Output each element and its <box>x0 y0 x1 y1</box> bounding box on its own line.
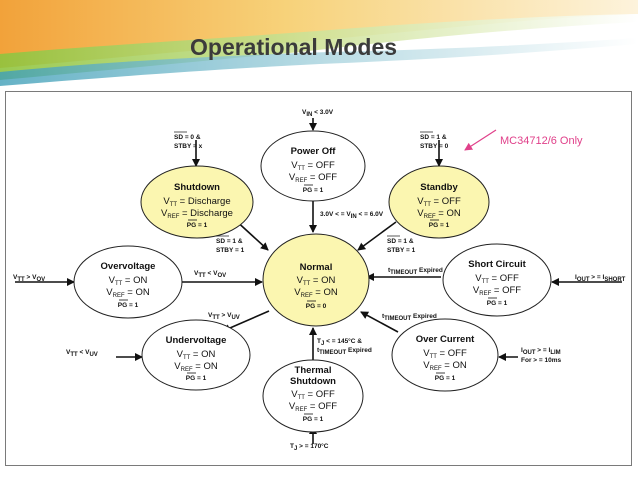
over-current-vtt: VTT = OFF <box>423 348 467 360</box>
power-off-pg: PG = 1 <box>303 187 324 194</box>
state-power-off: Power Off VTT = OFF VREF = OFF PG = 1 <box>260 130 366 202</box>
normal-vref: VREF = ON <box>294 287 338 299</box>
undervoltage-title: Undervoltage <box>166 335 227 346</box>
cond-iout-lim: IOUT > = ILIM <box>521 347 561 356</box>
overvoltage-vtt: VTT = ON <box>109 275 148 287</box>
cond-sd1-stby0-line1: SD = 1 & <box>420 134 447 141</box>
normal-vtt: VTT = ON <box>297 275 336 287</box>
undervoltage-vref: VREF = ON <box>174 361 218 373</box>
state-standby: Standby VTT = OFF VREF = ON PG = 1 <box>388 165 490 239</box>
state-over-current: Over Current VTT = OFF VREF = ON PG = 1 <box>391 318 499 392</box>
short-circuit-pg: PG = 1 <box>487 300 508 307</box>
over-current-pg: PG = 1 <box>435 375 456 382</box>
state-diagram: Power Off VTT = OFF VREF = OFF PG = 1 Sh… <box>13 109 626 452</box>
normal-pg: PG = 0 <box>306 303 327 310</box>
overvoltage-vref: VREF = ON <box>106 287 150 299</box>
undervoltage-pg: PG = 1 <box>186 375 207 382</box>
cond-tj-timeout-expired: tTIMEOUT Expired <box>317 347 372 356</box>
cond-sd1-stby1-standby-line1: SD = 1 & <box>387 238 414 245</box>
shutdown-vtt: VTT = Discharge <box>163 196 230 208</box>
cond-timeout-short-circuit: tTIMEOUT Expired <box>388 267 443 276</box>
arrow-over-current-to-normal <box>360 311 399 333</box>
standby-pg: PG = 1 <box>429 222 450 229</box>
cond-vin-range: 3.0V < = VIN < = 6.0V <box>320 211 384 220</box>
cond-vtt-gt-vuv: VTT > VUV <box>208 312 240 321</box>
cond-vtt-lt-vuv: VTT < VUV <box>66 349 98 358</box>
over-current-title: Over Current <box>416 334 475 345</box>
overvoltage-title: Overvoltage <box>101 261 156 272</box>
power-off-vref: VREF = OFF <box>289 172 337 184</box>
cond-vin-low: VIN < 3.0V <box>302 109 334 118</box>
undervoltage-vtt: VTT = ON <box>177 349 216 361</box>
header-swoosh-graphic <box>0 0 638 92</box>
condition-labels: VIN < 3.0V 3.0V < = VIN < = 6.0V SD = 0 … <box>13 109 626 452</box>
cond-vtt-gt-vov: VTT > VOV <box>13 274 45 283</box>
thermal-title-line1: Thermal <box>295 365 332 376</box>
slide-header: Operational Modes <box>0 0 638 92</box>
standby-title: Standby <box>420 182 458 193</box>
state-overvoltage: Overvoltage VTT = ON VREF = ON PG = 1 <box>73 245 183 319</box>
short-circuit-title: Short Circuit <box>468 259 526 270</box>
overvoltage-pg: PG = 1 <box>118 302 139 309</box>
normal-title: Normal <box>300 262 333 273</box>
thermal-title-line2: Shutdown <box>290 376 336 387</box>
thermal-vtt: VTT = OFF <box>291 389 335 401</box>
cond-timeout-over-current: tTIMEOUT Expired <box>382 313 437 322</box>
cond-iout-short: IOUT > = ISHORT <box>575 274 626 283</box>
diagram-frame: Power Off VTT = OFF VREF = OFF PG = 1 Sh… <box>5 91 632 466</box>
shutdown-title: Shutdown <box>174 182 220 193</box>
over-current-vref: VREF = ON <box>423 360 467 372</box>
cond-tj-low: TJ < = 145°C & <box>317 337 362 347</box>
mc34712-note: MC34712/6 Only <box>500 135 583 147</box>
cond-sd1-stby0-line2: STBY = 0 <box>420 143 449 150</box>
shutdown-pg: PG = 1 <box>187 222 208 229</box>
slide-title: Operational Modes <box>190 34 398 60</box>
state-undervoltage: Undervoltage VTT = ON VREF = ON PG = 1 <box>141 319 251 391</box>
cond-tj-high: TJ > = 170°C <box>290 442 329 452</box>
thermal-pg: PG = 1 <box>303 416 324 423</box>
standby-vtt: VTT = OFF <box>417 196 461 208</box>
state-shutdown: Shutdown VTT = Discharge VREF = Discharg… <box>140 165 254 239</box>
cond-vtt-lt-vov: VTT < VOV <box>194 270 226 279</box>
state-thermal-shutdown: Thermal Shutdown VTT = OFF VREF = OFF PG… <box>262 359 364 433</box>
standby-vref: VREF = ON <box>417 208 461 220</box>
cond-sd1-stby1-standby-line2: STBY = 1 <box>387 247 416 254</box>
thermal-vref: VREF = OFF <box>289 401 337 413</box>
state-normal: Normal VTT = ON VREF = ON PG = 0 <box>262 233 370 327</box>
cond-sd0-line1: SD = 0 & <box>174 134 201 141</box>
cond-sd0-line2: STBY = x <box>174 143 203 150</box>
cond-iout-lim-duration: For > = 10ms <box>521 357 561 364</box>
cond-sd1-stby1-shutdown-line1: SD = 1 & <box>216 238 243 245</box>
power-off-vtt: VTT = OFF <box>291 160 335 172</box>
state-short-circuit: Short Circuit VTT = OFF VREF = OFF PG = … <box>442 243 552 317</box>
power-off-title: Power Off <box>291 146 337 157</box>
arrow-standby-to-normal <box>357 221 397 251</box>
cond-sd1-stby1-shutdown-line2: STBY = 1 <box>216 247 245 254</box>
note-arrow <box>464 129 497 151</box>
short-circuit-vref: VREF = OFF <box>473 285 521 297</box>
short-circuit-vtt: VTT = OFF <box>475 273 519 285</box>
shutdown-vref: VREF = Discharge <box>161 208 233 220</box>
